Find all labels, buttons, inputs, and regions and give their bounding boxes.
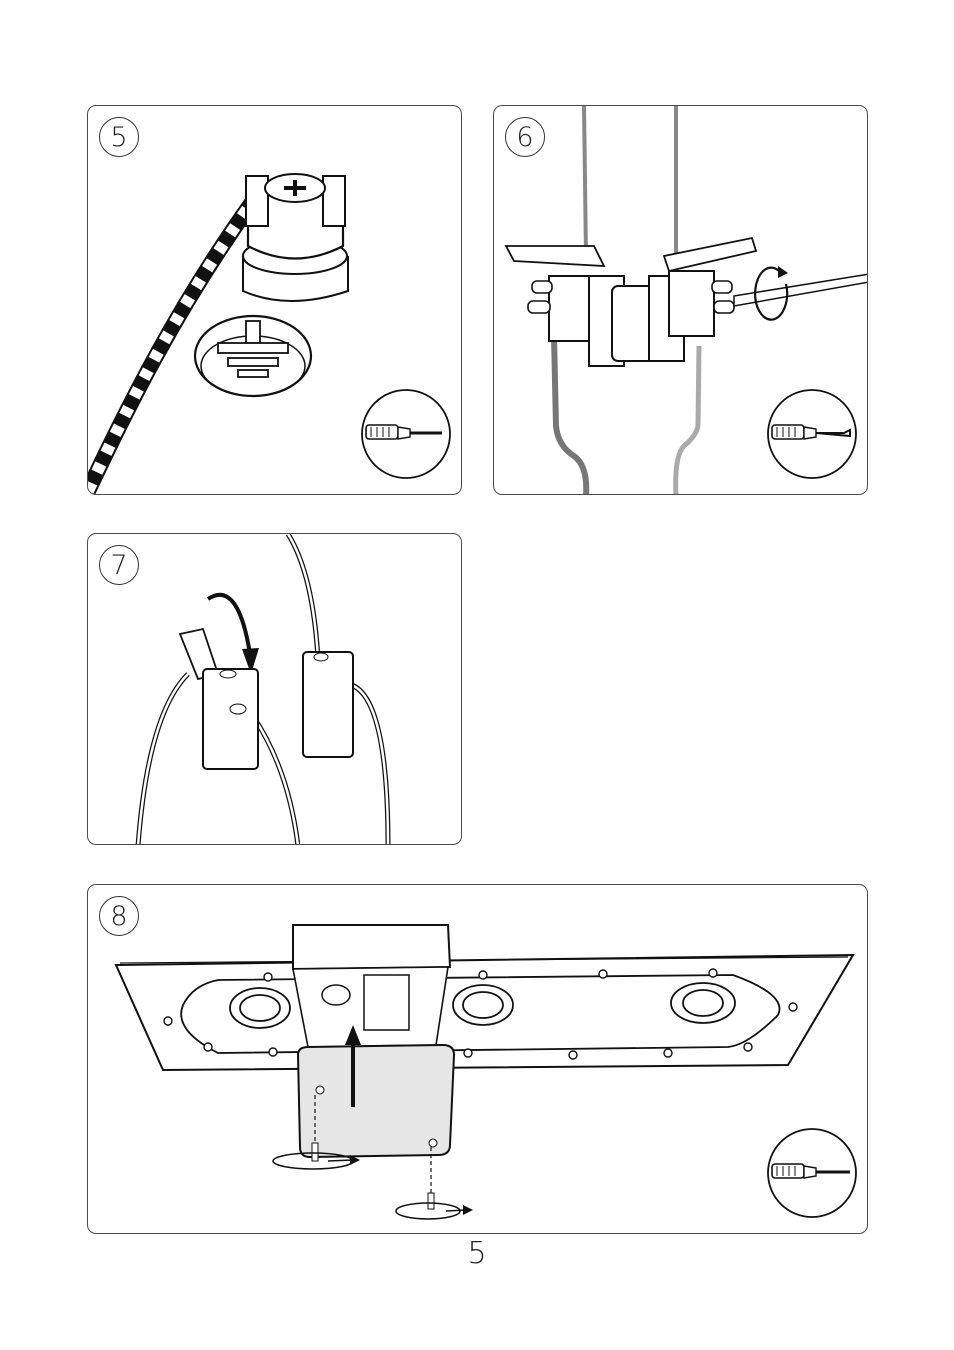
step-5-number: 5 (99, 117, 139, 157)
step-6-illustration (494, 106, 868, 495)
step-5-panel: 5 (87, 105, 462, 495)
step-7-illustration (88, 534, 462, 845)
step-5-illustration (88, 106, 462, 495)
screwdriver-icon (768, 1129, 856, 1217)
step-7-number: 7 (99, 545, 139, 585)
screwdriver-icon (768, 390, 856, 478)
step-6-panel: 6 (493, 105, 868, 495)
page-number: 5 (0, 1236, 954, 1271)
step-8-illustration (88, 885, 868, 1234)
step-6-number: 6 (505, 117, 545, 157)
step-7-panel: 7 (87, 533, 462, 845)
step-8-panel: 8 (87, 884, 868, 1234)
screwdriver-icon (362, 390, 450, 478)
step-8-number: 8 (99, 896, 139, 936)
